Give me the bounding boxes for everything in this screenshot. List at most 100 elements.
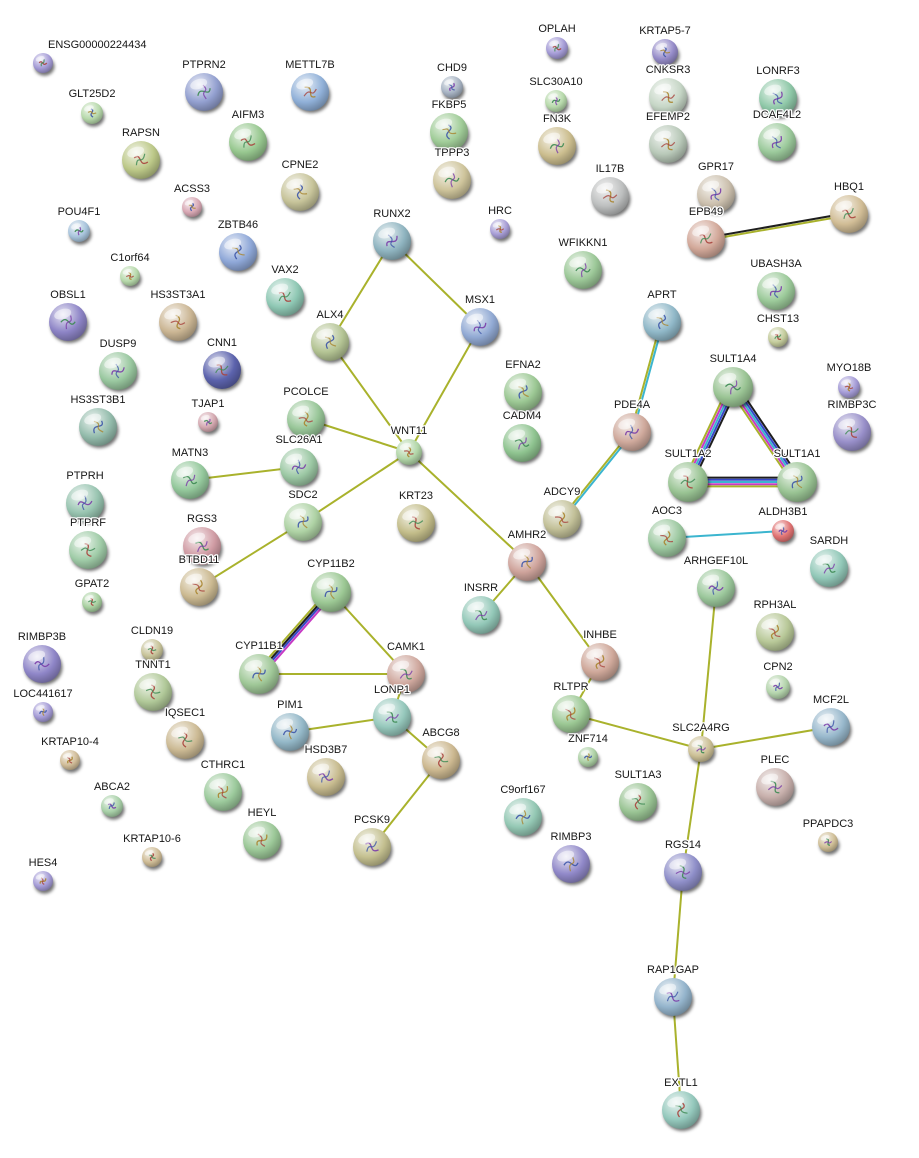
node-CNN1[interactable]: CNN1 xyxy=(203,336,243,391)
node-AIFM3[interactable]: AIFM3 xyxy=(229,108,269,163)
node-CYP11B1[interactable]: CYP11B1 xyxy=(234,639,284,696)
edge-SLC2A4RG-ARHGEF10L[interactable] xyxy=(700,587,717,750)
node-ZNF714[interactable]: ZNF714 xyxy=(567,732,609,770)
node-CPN2[interactable]: CPN2 xyxy=(762,660,794,702)
node-METTL7B[interactable]: METTL7B xyxy=(284,58,336,113)
edge-RGS14-RAP1GAP[interactable] xyxy=(672,871,684,998)
node-OBSL1[interactable]: OBSL1 xyxy=(49,288,89,343)
node-RGS14[interactable]: RGS14 xyxy=(664,838,704,893)
node-HS3ST3A1[interactable]: HS3ST3A1 xyxy=(149,288,207,343)
node-CNKSR3[interactable]: CNKSR3 xyxy=(644,63,692,118)
node-BTBD11[interactable]: BTBD11 xyxy=(177,553,221,608)
node-KRTAP10-4[interactable]: KRTAP10-4 xyxy=(40,735,100,773)
node-SULT1A2[interactable]: SULT1A2 xyxy=(663,447,713,504)
node-APRT[interactable]: APRT xyxy=(643,288,683,343)
node-PCOLCE[interactable]: PCOLCE xyxy=(282,385,330,440)
node-CTHRC1[interactable]: CTHRC1 xyxy=(199,758,247,813)
node-TNNT1[interactable]: TNNT1 xyxy=(134,658,174,713)
node-PDE4A[interactable]: PDE4A xyxy=(613,398,653,453)
node-GPR17[interactable]: GPR17 xyxy=(697,160,737,215)
node-PTPRN2[interactable]: PTPRN2 xyxy=(181,58,227,113)
node-KRTAP10-6[interactable]: KRTAP10-6 xyxy=(122,832,182,870)
node-SARDH[interactable]: SARDH xyxy=(808,534,850,589)
node-RAP1GAP[interactable]: RAP1GAP xyxy=(646,963,700,1018)
node-CYP11B2[interactable]: CYP11B2 xyxy=(306,557,356,614)
node-SULT1A1[interactable]: SULT1A1 xyxy=(772,447,822,504)
node-TPPP3[interactable]: TPPP3 xyxy=(433,146,473,201)
node-PPAPDC3[interactable]: PPAPDC3 xyxy=(801,817,855,855)
node-SULT1A4[interactable]: SULT1A4 xyxy=(708,352,758,409)
node-AMHR2[interactable]: AMHR2 xyxy=(506,528,548,583)
node-PCSK9[interactable]: PCSK9 xyxy=(353,813,393,868)
node-SLC30A10[interactable]: SLC30A10 xyxy=(528,75,584,115)
node-HBQ1[interactable]: HBQ1 xyxy=(830,180,870,235)
node-CHST13[interactable]: CHST13 xyxy=(756,312,800,350)
node-PLEC[interactable]: PLEC xyxy=(756,753,796,808)
edge-RLTPR-SLC2A4RG[interactable] xyxy=(570,713,702,750)
node-EFNA2[interactable]: EFNA2 xyxy=(504,358,544,413)
node-ALDH3B1[interactable]: ALDH3B1 xyxy=(757,505,809,545)
node-RIMBP3B[interactable]: RIMBP3B xyxy=(17,630,67,685)
node-CADM4[interactable]: CADM4 xyxy=(501,409,543,464)
node-VAX2[interactable]: VAX2 xyxy=(266,263,306,318)
node-ZBTB46[interactable]: ZBTB46 xyxy=(217,218,259,273)
node-GPAT2[interactable]: GPAT2 xyxy=(73,577,111,615)
node-MCF2L[interactable]: MCF2L xyxy=(812,693,852,748)
node-AOC3[interactable]: AOC3 xyxy=(648,504,688,559)
node-HES4[interactable]: HES4 xyxy=(27,856,59,894)
node-C9orf167[interactable]: C9orf167 xyxy=(499,783,547,838)
node-SLC2A4RG[interactable]: SLC2A4RG xyxy=(671,721,731,765)
node-LONP1[interactable]: LONP1 xyxy=(373,683,413,738)
node-PTPRF[interactable]: PTPRF xyxy=(69,516,109,571)
node-HS3ST3B1[interactable]: HS3ST3B1 xyxy=(69,393,127,448)
node-SULT1A3[interactable]: SULT1A3 xyxy=(613,768,663,823)
node-ALX4[interactable]: ALX4 xyxy=(311,308,351,363)
edge-MSX1-WNT11[interactable] xyxy=(408,326,481,453)
node-INHBE[interactable]: INHBE xyxy=(581,628,621,683)
node-WNT11[interactable]: WNT11 xyxy=(389,424,429,468)
node-RIMBP3[interactable]: RIMBP3 xyxy=(549,830,593,885)
node-RGS3[interactable]: RGS3 xyxy=(183,512,223,567)
node-MSX1[interactable]: MSX1 xyxy=(461,293,501,348)
node-EFEMP2[interactable]: EFEMP2 xyxy=(645,110,691,165)
node-HEYL[interactable]: HEYL xyxy=(243,806,283,861)
edge-ALX4-WNT11[interactable] xyxy=(329,341,410,453)
node-PIM1[interactable]: PIM1 xyxy=(271,698,311,753)
edge-EPB49-HBQ1[interactable] xyxy=(704,211,851,242)
node-KRT23[interactable]: KRT23 xyxy=(397,489,437,544)
node-IL17B[interactable]: IL17B xyxy=(591,162,631,217)
node-CLDN19[interactable]: CLDN19 xyxy=(130,624,174,664)
node-MATN3[interactable]: MATN3 xyxy=(170,446,211,501)
node-SLC26A1[interactable]: SLC26A1 xyxy=(274,433,324,488)
node-RPH3AL[interactable]: RPH3AL xyxy=(752,598,798,653)
node-DCAF4L2[interactable]: DCAF4L2 xyxy=(752,108,802,163)
node-ENSG00000224434[interactable]: ENSG00000224434 xyxy=(33,38,148,76)
edge-SLC2A4RG-RGS14[interactable] xyxy=(682,748,702,873)
node-FKBP5[interactable]: FKBP5 xyxy=(430,98,470,153)
node-GLT25D2[interactable]: GLT25D2 xyxy=(67,87,117,127)
node-POU4F1[interactable]: POU4F1 xyxy=(56,205,102,245)
node-RLTPR[interactable]: RLTPR xyxy=(552,680,592,735)
node-SDC2[interactable]: SDC2 xyxy=(284,488,324,543)
node-ADCY9[interactable]: ADCY9 xyxy=(542,485,583,540)
node-TJAP1[interactable]: TJAP1 xyxy=(190,397,226,435)
node-INSRR[interactable]: INSRR xyxy=(462,581,502,636)
node-HRC[interactable]: HRC xyxy=(487,204,513,242)
node-MYO18B[interactable]: MYO18B xyxy=(825,361,873,401)
node-IQSEC1[interactable]: IQSEC1 xyxy=(164,706,206,761)
node-LOC441617[interactable]: LOC441617 xyxy=(12,687,74,725)
node-PTPRH[interactable]: PTPRH xyxy=(65,469,106,524)
node-LONRF3[interactable]: LONRF3 xyxy=(755,64,801,119)
node-RAPSN[interactable]: RAPSN xyxy=(121,126,162,181)
node-FN3K[interactable]: FN3K xyxy=(538,112,578,167)
edge-WNT11-AMHR2[interactable] xyxy=(408,451,528,563)
node-KRTAP5-7[interactable]: KRTAP5-7 xyxy=(638,24,692,68)
node-CHD9[interactable]: CHD9 xyxy=(436,61,468,101)
node-C1orf64[interactable]: C1orf64 xyxy=(109,251,151,289)
node-ACSS3[interactable]: ACSS3 xyxy=(173,182,211,220)
node-RUNX2[interactable]: RUNX2 xyxy=(372,207,413,262)
node-EXTL1[interactable]: EXTL1 xyxy=(662,1076,702,1131)
node-WFIKKN1[interactable]: WFIKKN1 xyxy=(557,236,609,291)
node-CAMK1[interactable]: CAMK1 xyxy=(386,640,427,695)
edge-SDC2-BTBD11[interactable] xyxy=(198,521,304,588)
